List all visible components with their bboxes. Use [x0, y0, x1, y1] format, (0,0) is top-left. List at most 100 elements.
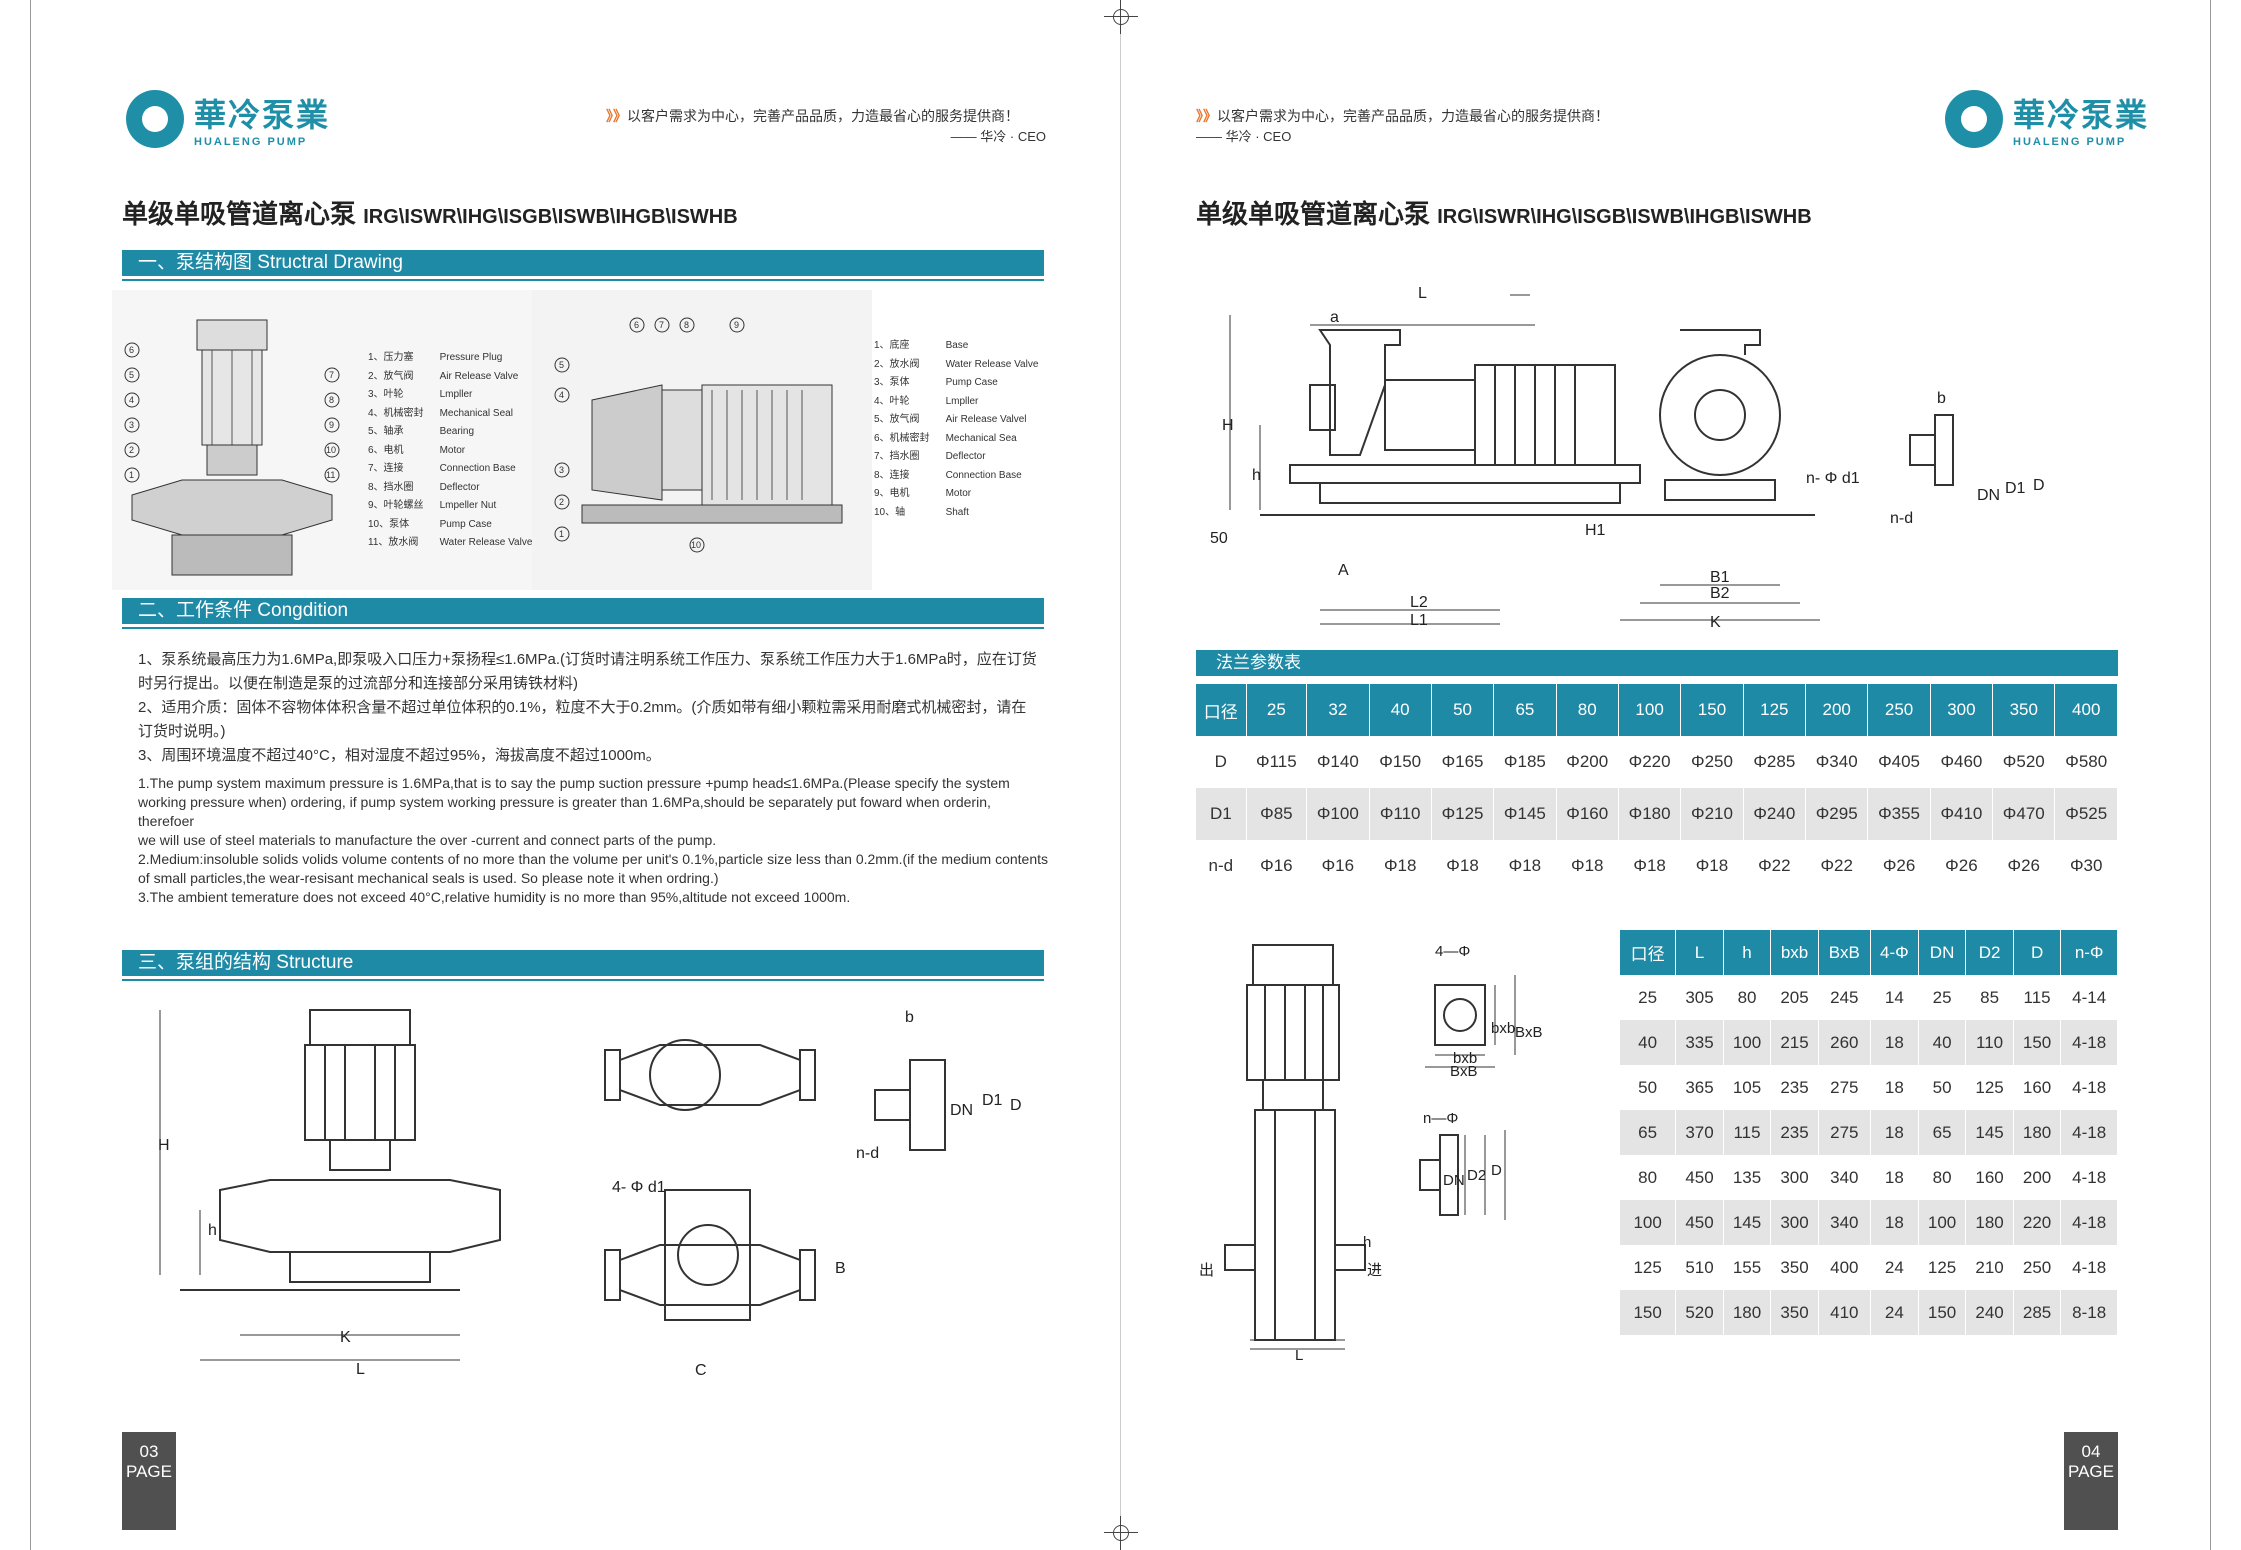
dim-cell: 18	[1870, 1200, 1919, 1245]
slogan-arrows: 》》	[606, 108, 627, 124]
condition-cn-3: 3、周围环境温度不超过40°C，相对湿度不超过95%，海拔高度不超过1000m。	[138, 747, 661, 764]
dim-cell: 340	[1818, 1200, 1871, 1245]
dim-cell: 135	[1723, 1155, 1772, 1200]
legend2-part-en: Motor	[945, 488, 972, 499]
dim-cell: 4-18	[2060, 1200, 2118, 1245]
dim-cell: 150	[2013, 1020, 2062, 1065]
flange-cell: Φ160	[1556, 788, 1619, 840]
dim-cell: 24	[1870, 1290, 1919, 1335]
slogan-right: 》》以客户需求为中心，完善产品品质，力造最省心的服务提供商！	[1196, 106, 1609, 126]
svg-text:2: 2	[129, 445, 134, 455]
dim-cell: 50	[1620, 1065, 1677, 1110]
svg-text:8: 8	[329, 395, 334, 405]
flange-cell: Φ240	[1743, 788, 1807, 840]
dim-cell: 24	[1870, 1245, 1919, 1290]
legend2-part-cn: 3、泵体	[874, 377, 910, 388]
dim-cell: 145	[1723, 1200, 1772, 1245]
gear-logo-icon	[126, 90, 184, 148]
dim-cell: 450	[1675, 1200, 1724, 1245]
flange-cell: D	[1196, 736, 1247, 788]
legend2-part-cn: 5、放气阀	[874, 414, 920, 425]
svg-text:B: B	[835, 1260, 846, 1277]
page-number-right: 04	[2081, 1442, 2101, 1461]
horizontal-pump-section-figure: 6 7 8 9 5 4 3 2 1 10	[532, 290, 872, 590]
vertical-pump-section-figure: 6 5 4 3 2 1 7 8 9 10 11	[112, 290, 532, 590]
svg-text:D1: D1	[982, 1092, 1003, 1109]
svg-text:bxb: bxb	[1453, 1050, 1477, 1067]
legend2-part-cn: 6、机械密封	[874, 432, 930, 444]
legend1-part-cn: 8、挡水圈	[368, 481, 414, 493]
legend2-part-cn: 10、轴	[874, 506, 906, 518]
svg-text:L2: L2	[1410, 594, 1428, 611]
svg-text:BxB: BxB	[1515, 1024, 1543, 1041]
flange-cell: Φ140	[1306, 736, 1370, 788]
dim-cell: 100	[1620, 1200, 1677, 1245]
gear-logo-icon-right	[1945, 90, 2003, 148]
svg-text:9: 9	[329, 420, 334, 430]
dim-cell: 180	[1723, 1290, 1772, 1335]
dim-cell: 4-18	[2060, 1155, 2118, 1200]
svg-text:7: 7	[329, 370, 334, 380]
dim-cell: 105	[1723, 1065, 1772, 1110]
dim-cell: 110	[1965, 1020, 2014, 1065]
legend1-part-cn: 2、放气阀	[368, 370, 414, 382]
flange-header-cell: 350	[1992, 684, 2056, 736]
condition-cn-1: 1、泵系统最高压力为1.6MPa,即泵吸入口压力+泵扬程≤1.6MPa.(订货时…	[138, 651, 1037, 692]
legend1-part-en: Deflector	[439, 481, 480, 493]
dim-cell: 350	[1770, 1290, 1819, 1335]
dim-cell: 40	[1918, 1020, 1967, 1065]
dim-cell: 65	[1918, 1110, 1967, 1155]
svg-text:H1: H1	[1585, 522, 1606, 539]
dim-cell: 14	[1870, 975, 1919, 1020]
legend1-part-en: Pressure Plug	[439, 352, 503, 363]
flange-header-cell: 400	[2054, 684, 2118, 736]
flange-header-cell: 25	[1246, 684, 1308, 736]
dim-header-cell: 口径	[1620, 930, 1677, 975]
legend1-part-en: Lmpller	[439, 389, 473, 400]
dim-cell: 300	[1770, 1155, 1819, 1200]
svg-text:bxb: bxb	[1491, 1020, 1515, 1037]
flange-header-cell: 125	[1743, 684, 1807, 736]
flange-cell: Φ250	[1680, 736, 1744, 788]
dim-header-cell: DN	[1918, 930, 1967, 975]
dim-cell: 40	[1620, 1020, 1677, 1065]
dim-cell: 235	[1770, 1065, 1819, 1110]
dim-header-cell: D2	[1965, 930, 2014, 975]
legend1-part-cn: 4、机械密封	[368, 407, 424, 419]
dim-cell: 18	[1870, 1020, 1919, 1065]
flange-cell: Φ520	[1992, 736, 2056, 788]
flange-cell: Φ340	[1805, 736, 1869, 788]
dim-cell: 85	[1965, 975, 2014, 1020]
dim-cell: 80	[1723, 975, 1772, 1020]
brand-name-cn: 華冷泵業	[194, 97, 331, 133]
dim-cell: 125	[1918, 1245, 1967, 1290]
dim-cell: 160	[2013, 1065, 2062, 1110]
svg-text:b: b	[905, 1009, 914, 1026]
svg-text:b: b	[1937, 390, 1946, 407]
legend2-part-cn: 1、底座	[874, 340, 910, 351]
dim-cell: 450	[1675, 1155, 1724, 1200]
dim-cell: 180	[2013, 1110, 2062, 1155]
flange-cell: Φ285	[1743, 736, 1807, 788]
flange-cell: Φ580	[2054, 736, 2118, 788]
svg-text:K: K	[340, 1329, 351, 1346]
condition-en-3: 3.The ambient temerature does not exceed…	[138, 889, 851, 905]
svg-text:L: L	[1295, 1347, 1303, 1360]
dim-header-cell: BxB	[1818, 930, 1871, 975]
title-models: IRG\ISWR\IHG\ISGB\ISWB\IHGB\ISWHB	[363, 206, 738, 228]
flange-cell: Φ18	[1369, 840, 1432, 892]
dim-cell: 240	[1965, 1290, 2014, 1335]
flange-header-cell: 250	[1867, 684, 1931, 736]
svg-text:DN: DN	[950, 1102, 973, 1119]
flange-cell: Φ26	[1867, 840, 1931, 892]
svg-text:50: 50	[1210, 530, 1228, 547]
